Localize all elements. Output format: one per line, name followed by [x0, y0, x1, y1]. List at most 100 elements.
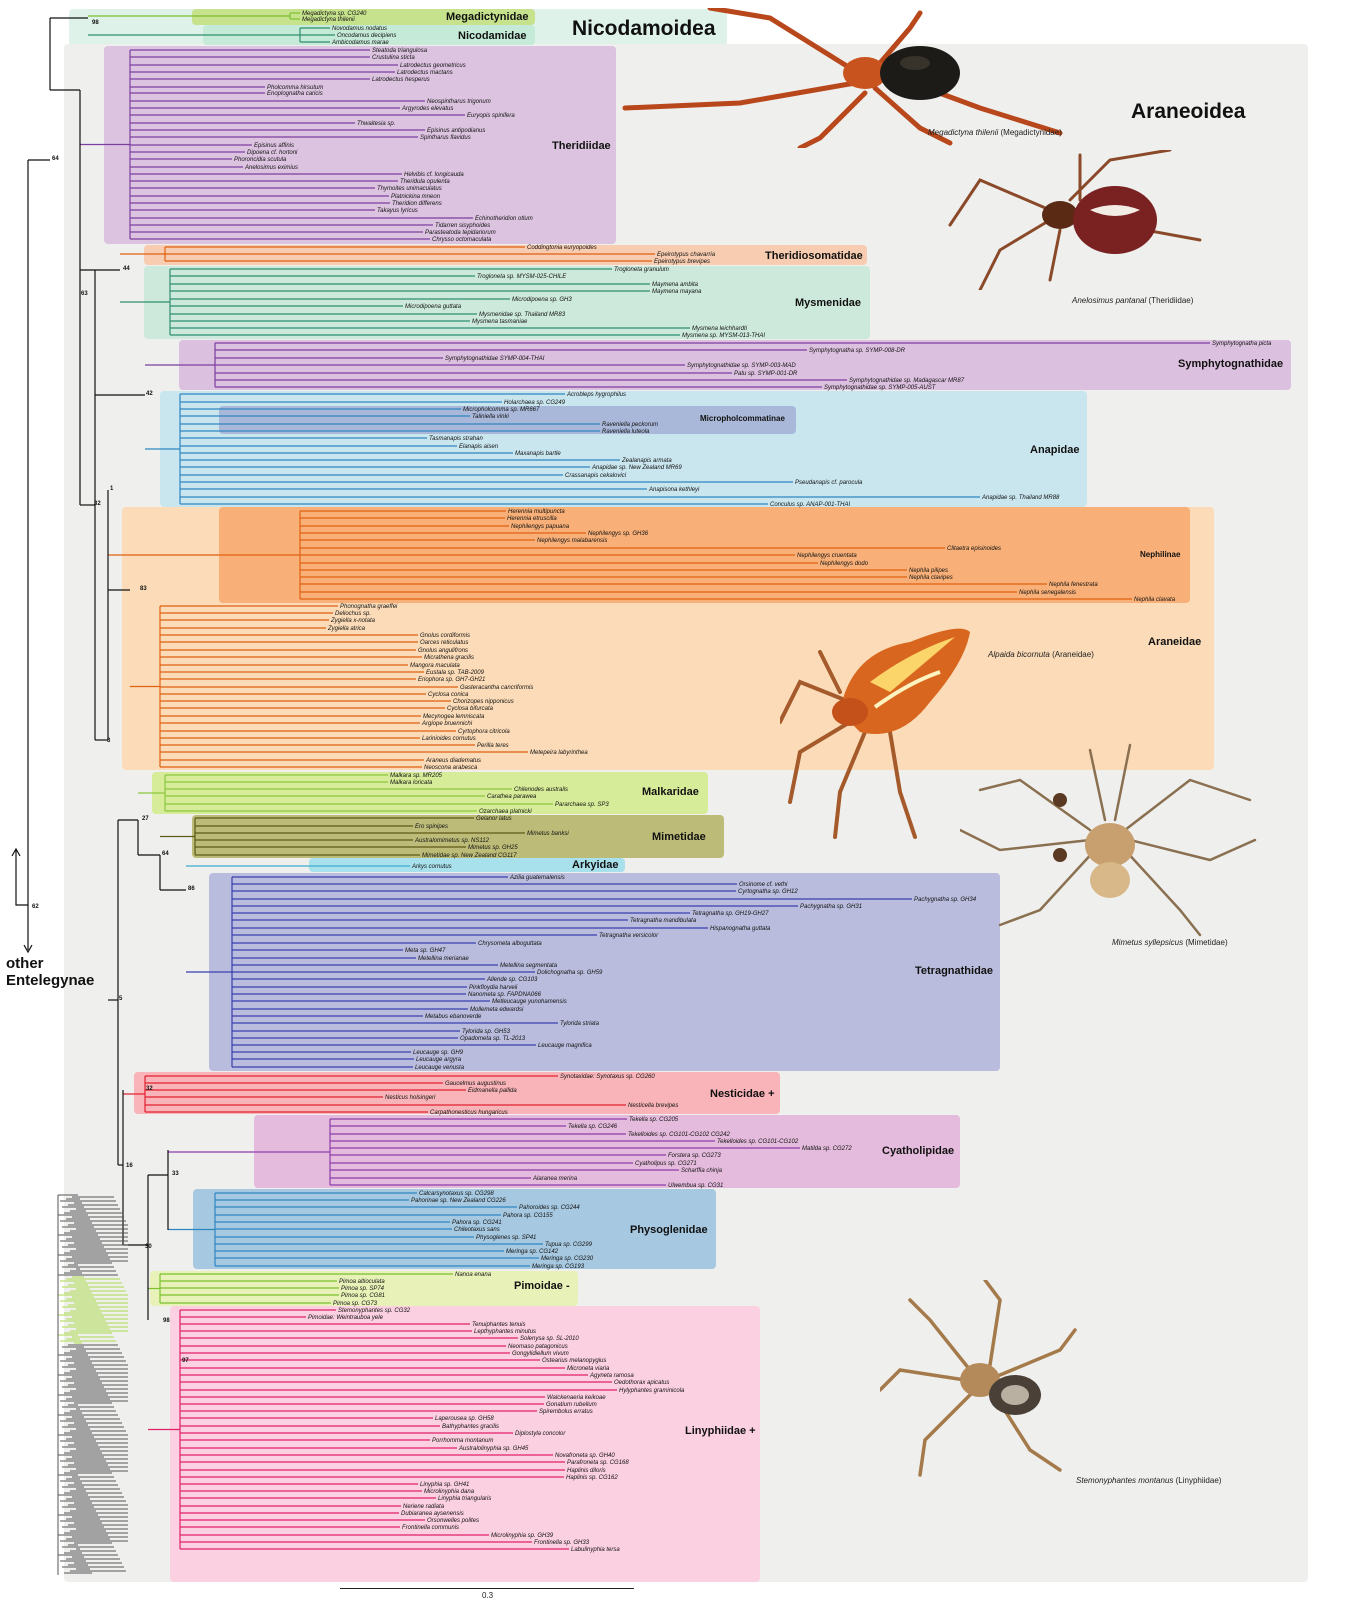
tip-label: Epeirotypus chavarria [657, 252, 716, 258]
spider-photo-anelosimus [940, 150, 1240, 290]
tip-label: Perilla teres [477, 743, 509, 749]
tip-label: Micrathena gracilis [424, 655, 474, 661]
tip-label: Symphytognatha sp. SYMP-008-DR [809, 348, 906, 354]
tip-label: Cyrtognatha sp. GH12 [738, 889, 798, 895]
outgroup-branch [16, 850, 28, 905]
tip-label: Ostearius melanopygius [542, 1358, 606, 1364]
tip-label: Gaucelmus augustinus [445, 1081, 506, 1087]
tip-label: Tetragnatha versicolor [599, 933, 659, 939]
tip-label: Microdipoena sp. GH3 [512, 297, 572, 303]
tip-label: Tekella sp. CG246 [568, 1124, 618, 1130]
tip-label: Cyatholipus sp. CG271 [635, 1161, 697, 1167]
tip-label: Nanometa sp. FAPDNA066 [468, 992, 542, 998]
tip-label: Theridula opulenta [400, 179, 450, 185]
backbone-support-value: 44 [123, 266, 130, 272]
tip-label: Herennia multipuncta [508, 509, 565, 515]
tip-label: Carathea parawea [487, 794, 537, 800]
tip-label: Nephila senegalensis [1019, 590, 1076, 596]
scale-bar [340, 1588, 634, 1589]
tip-label: Pseudanapis cf. parocula [795, 480, 863, 486]
tip-label: Nephilengys malabarensis [537, 538, 607, 544]
tip-label: Nephilengys dodo [820, 561, 869, 567]
photo-caption-species: Anelosimus pantanal [1072, 296, 1146, 305]
tip-label: Araneus diadematus [425, 758, 481, 764]
tip-label: Pahoroides sp. CG244 [519, 1205, 580, 1211]
tip-label: Pahora sp. CG241 [452, 1220, 502, 1226]
photo-caption-species: Alpaida bicornuta [988, 650, 1050, 659]
tip-label: Nephilengys papuana [511, 524, 570, 530]
photo-caption-stemonyphantes: Stemonyphantes montanus (Linyphiidae) [1076, 1476, 1221, 1485]
tip-label: Mysmena leichhardti [692, 326, 748, 332]
tip-label: Tylorida striata [560, 1021, 600, 1027]
tip-label: Trogloneta sp. MYSM-025-CHILE [477, 274, 567, 280]
tip-label: Platnickina mneon [391, 194, 441, 200]
tip-label: Tylorida sp. GH53 [462, 1029, 511, 1035]
tip-label: Nephilengys cruentata [797, 553, 857, 559]
tip-label: Chrysso octomaculata [432, 237, 492, 243]
tip-label: Lepthyphantes minutus [474, 1329, 536, 1335]
tip-label: Labulinyphia tersa [571, 1547, 620, 1553]
tip-label: Neospintharus trigonum [427, 99, 491, 105]
tip-label: Takayus lyricus [377, 208, 418, 214]
tip-label: Nanoa enana [455, 1272, 492, 1278]
photo-caption-alpaida: Alpaida bicornuta (Araneidae) [988, 650, 1094, 659]
tip-label: Nephila pilipes [909, 568, 948, 574]
tip-label: Theridion differens [392, 201, 442, 207]
backbone-support-value: 97 [182, 1358, 189, 1364]
tip-label: Stemonyphantes sp. CG32 [338, 1308, 411, 1314]
photo-caption-anelosimus: Anelosimus pantanal (Theridiidae) [1072, 296, 1193, 305]
photo-caption-family: (Megadictynidae) [1001, 128, 1062, 137]
tip-label: Phonognatha graeffei [340, 604, 398, 610]
tip-label: Pimoa sp. CG81 [341, 1293, 385, 1299]
tip-label: Meringa sp. CG142 [506, 1249, 559, 1255]
tip-label: Nephila fenestrata [1049, 582, 1098, 588]
tip-label: Neoscona arabesca [424, 765, 478, 771]
tip-label: Bathyphantes gracilis [442, 1424, 499, 1430]
tip-label: Tekelloides sp. CG101-CG102 CG242 [628, 1132, 730, 1138]
photo-caption-mimetus: Mimetus syllepsicus (Mimetidae) [1112, 938, 1228, 947]
scale-bar-label: 0.3 [482, 1591, 493, 1600]
tip-label: Holarchaea sp. CG249 [504, 400, 566, 406]
backbone-support-value: 32 [146, 1086, 153, 1092]
tip-label: Diplostyla concolor [515, 1431, 566, 1437]
tip-label: Metleucauge yunohamensis [492, 999, 567, 1005]
tip-label: Chileotaxus sans [454, 1227, 500, 1233]
tip-label: Clitaetra episinoides [947, 546, 1001, 552]
tip-label: Opadometa sp. TL-2013 [460, 1036, 526, 1042]
tip-label: Pinkfloydia harveii [469, 985, 518, 991]
backbone-support-value: 42 [146, 391, 153, 397]
tip-label: Tenuiphantes tenuis [472, 1322, 526, 1328]
photo-caption-family: (Araneidae) [1052, 650, 1094, 659]
tip-label: Steatoda triangulosa [372, 48, 428, 54]
tip-label: Helvibis cf. longicauda [404, 172, 464, 178]
tip-label: Hylyphantes graminicola [619, 1388, 685, 1394]
tip-label: Tasmanapis strahan [429, 436, 483, 442]
tip-label: Leucauge sp. GH9 [413, 1050, 464, 1056]
tip-label: Ulwembua sp. CG31 [668, 1183, 723, 1189]
photo-caption-family: (Mimetidae) [1185, 938, 1227, 947]
tip-label: Episinus antipodianus [427, 128, 485, 134]
tip-label: Meta sp. GH47 [405, 948, 446, 954]
tip-label: Chrysometa alboguttata [478, 941, 542, 947]
tip-label: Gnolus angulifrons [418, 648, 468, 654]
tip-label: Haplinis sp. CG162 [566, 1475, 618, 1481]
tip-label: Alaranea merina [532, 1176, 578, 1182]
tip-label: Euryopis spinifera [467, 113, 515, 119]
backbone-support-value: 83 [140, 586, 147, 592]
spider-photo-megadictyna [620, 8, 1070, 148]
tip-label: Mollemeta edwardsi [470, 1007, 524, 1013]
tip-label: Ambicodamus marae [331, 40, 389, 46]
tip-label: Echinotheridion otlum [475, 216, 533, 222]
tip-label: Mimetus banksi [527, 831, 569, 837]
tip-label: Laperousea sp. GH58 [435, 1416, 494, 1422]
tip-label: Gnolus cordiformis [420, 633, 470, 639]
photo-caption-species: Megadictyna thilenii [928, 128, 998, 137]
tip-label: Haplinis diloris [567, 1468, 606, 1474]
tip-label: Tekelloides sp. CG101-CG102 [717, 1139, 799, 1145]
backbone-support-value: 64 [162, 851, 169, 857]
tip-label: Anapidae sp. New Zealand MR69 [591, 465, 682, 471]
backbone-support-value: 32 [94, 501, 101, 507]
tip-label: Zealanapis armata [621, 458, 672, 464]
tip-label: Mecynogea lemniscata [423, 714, 485, 720]
tip-label: Episinus affinis [254, 143, 294, 149]
